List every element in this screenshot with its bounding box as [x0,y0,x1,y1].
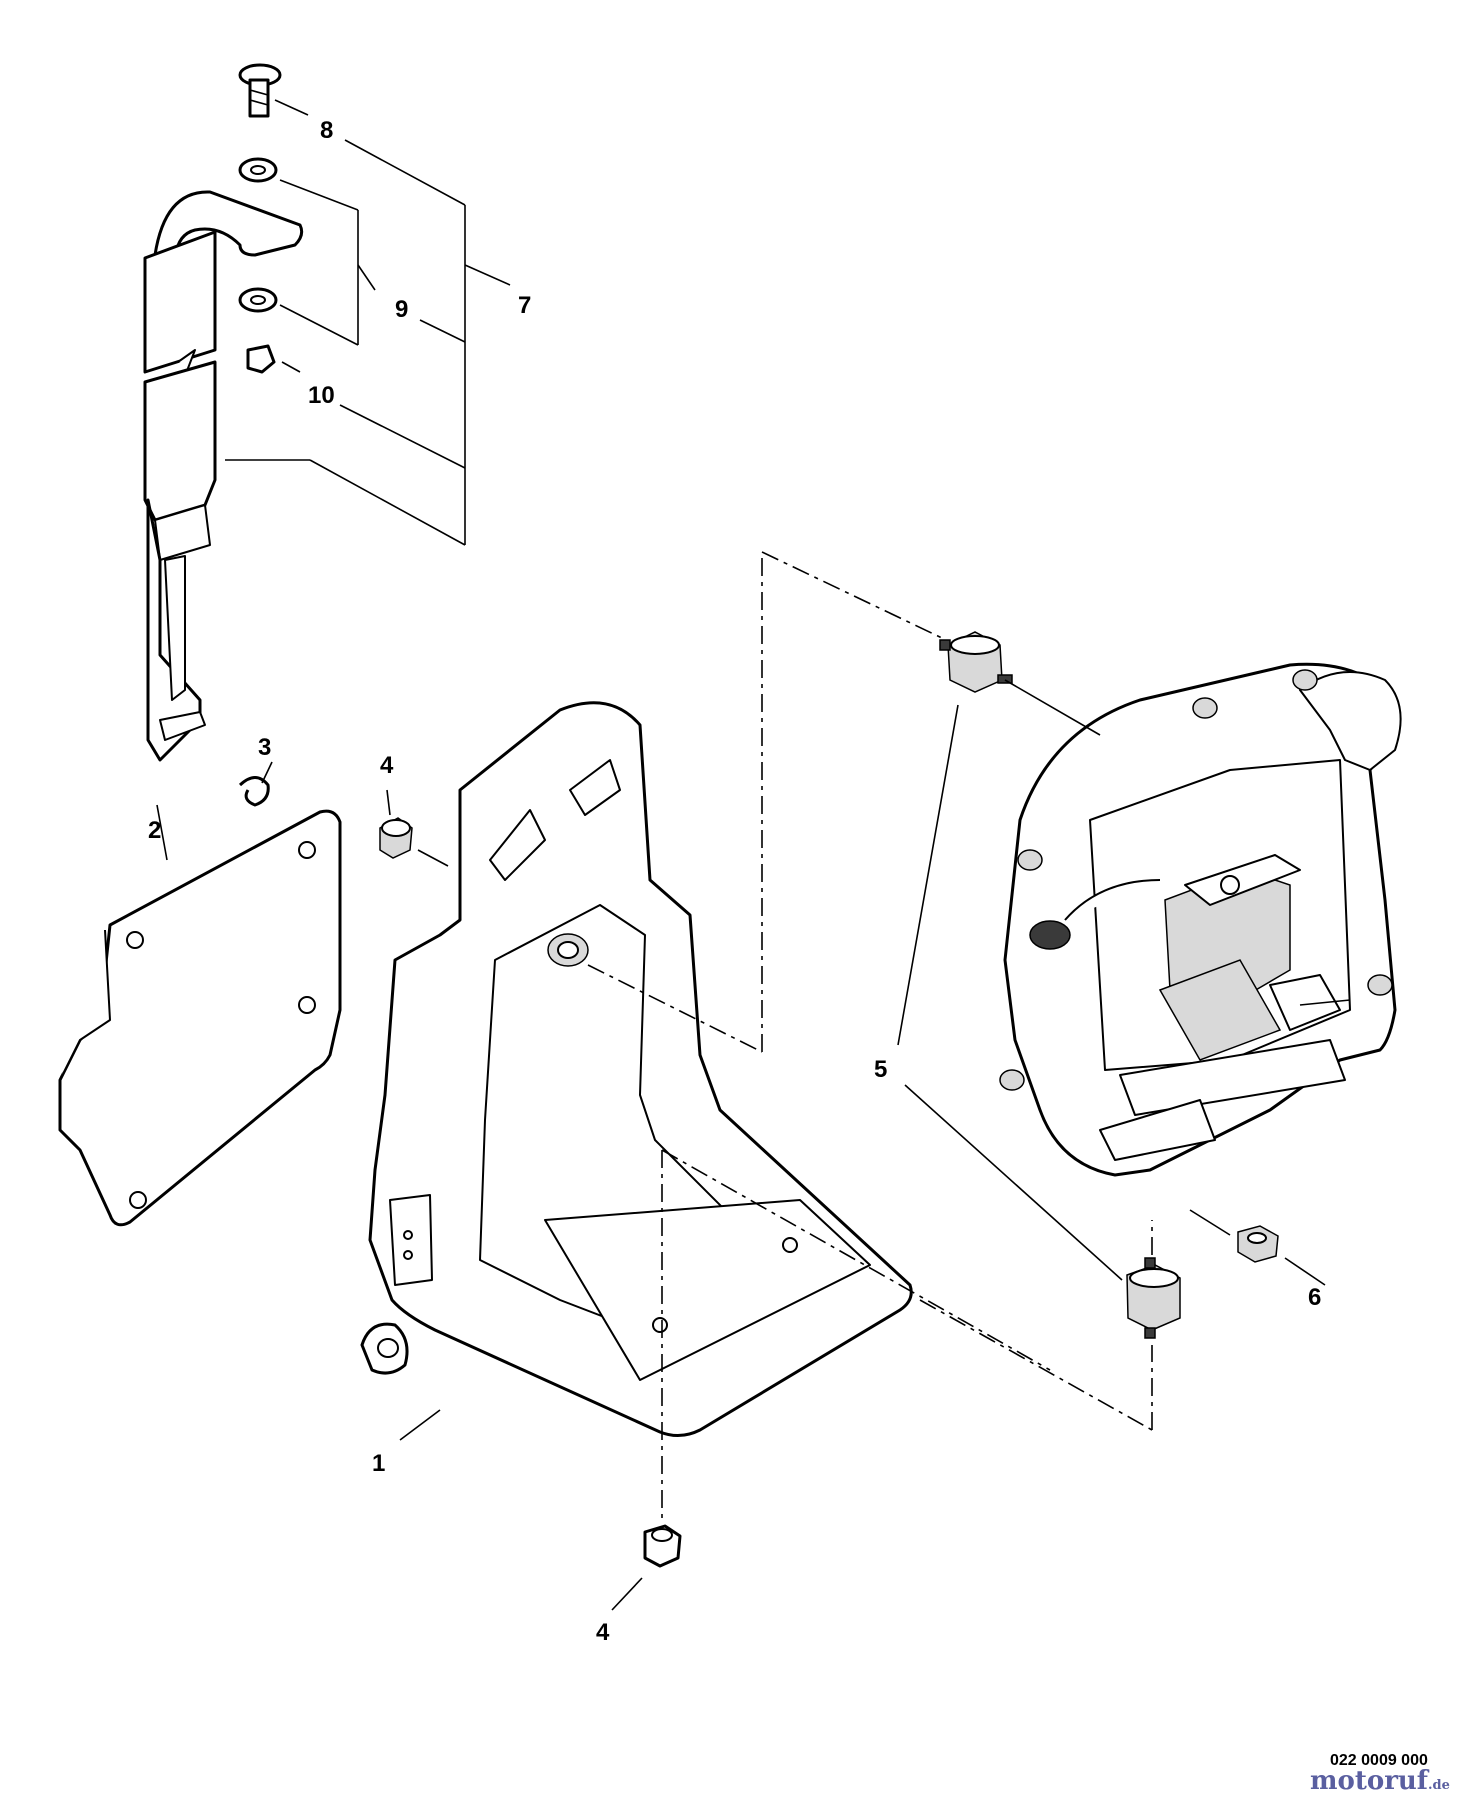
assembly-lines [587,551,1153,1520]
callout-2: 2 [148,817,161,844]
watermark-name: motoruf [1310,1766,1428,1796]
strap-nut [246,344,276,374]
callout-1: 1 [372,1450,385,1477]
callout-leaders-7 [225,99,511,546]
grommet-upper [379,817,413,859]
back-pad [58,809,342,1227]
housing-nut [1237,1225,1279,1263]
screw [238,63,282,118]
washer-lower [238,287,278,313]
shoulder-strap [143,190,304,762]
callout-9: 9 [395,296,408,323]
callout-numbers: 8 7 9 10 3 2 4 5 6 1 4 [148,117,1321,1646]
callout-4-lower: 4 [596,1619,610,1646]
watermark-suffix: .de [1428,1778,1450,1793]
leader-lines [156,679,1326,1611]
washer-upper [238,157,278,183]
callout-6: 6 [1308,1284,1321,1311]
callout-10: 10 [308,382,335,409]
vibration-mount-lower [1126,1257,1181,1339]
clip [238,776,270,807]
backpack-frame [360,701,913,1437]
callout-8: 8 [320,117,333,144]
site-watermark: motoruf.de [1310,1766,1450,1796]
callout-7: 7 [518,292,531,319]
callout-5: 5 [874,1056,887,1083]
vibration-mount-upper [939,631,1013,693]
callout-4-upper: 4 [380,752,394,779]
callout-3: 3 [258,734,271,761]
drawing-reference-code: 022 0009 000 [1330,1752,1428,1769]
blower-engine-unit [999,662,1402,1177]
grommet-lower [643,1524,682,1568]
